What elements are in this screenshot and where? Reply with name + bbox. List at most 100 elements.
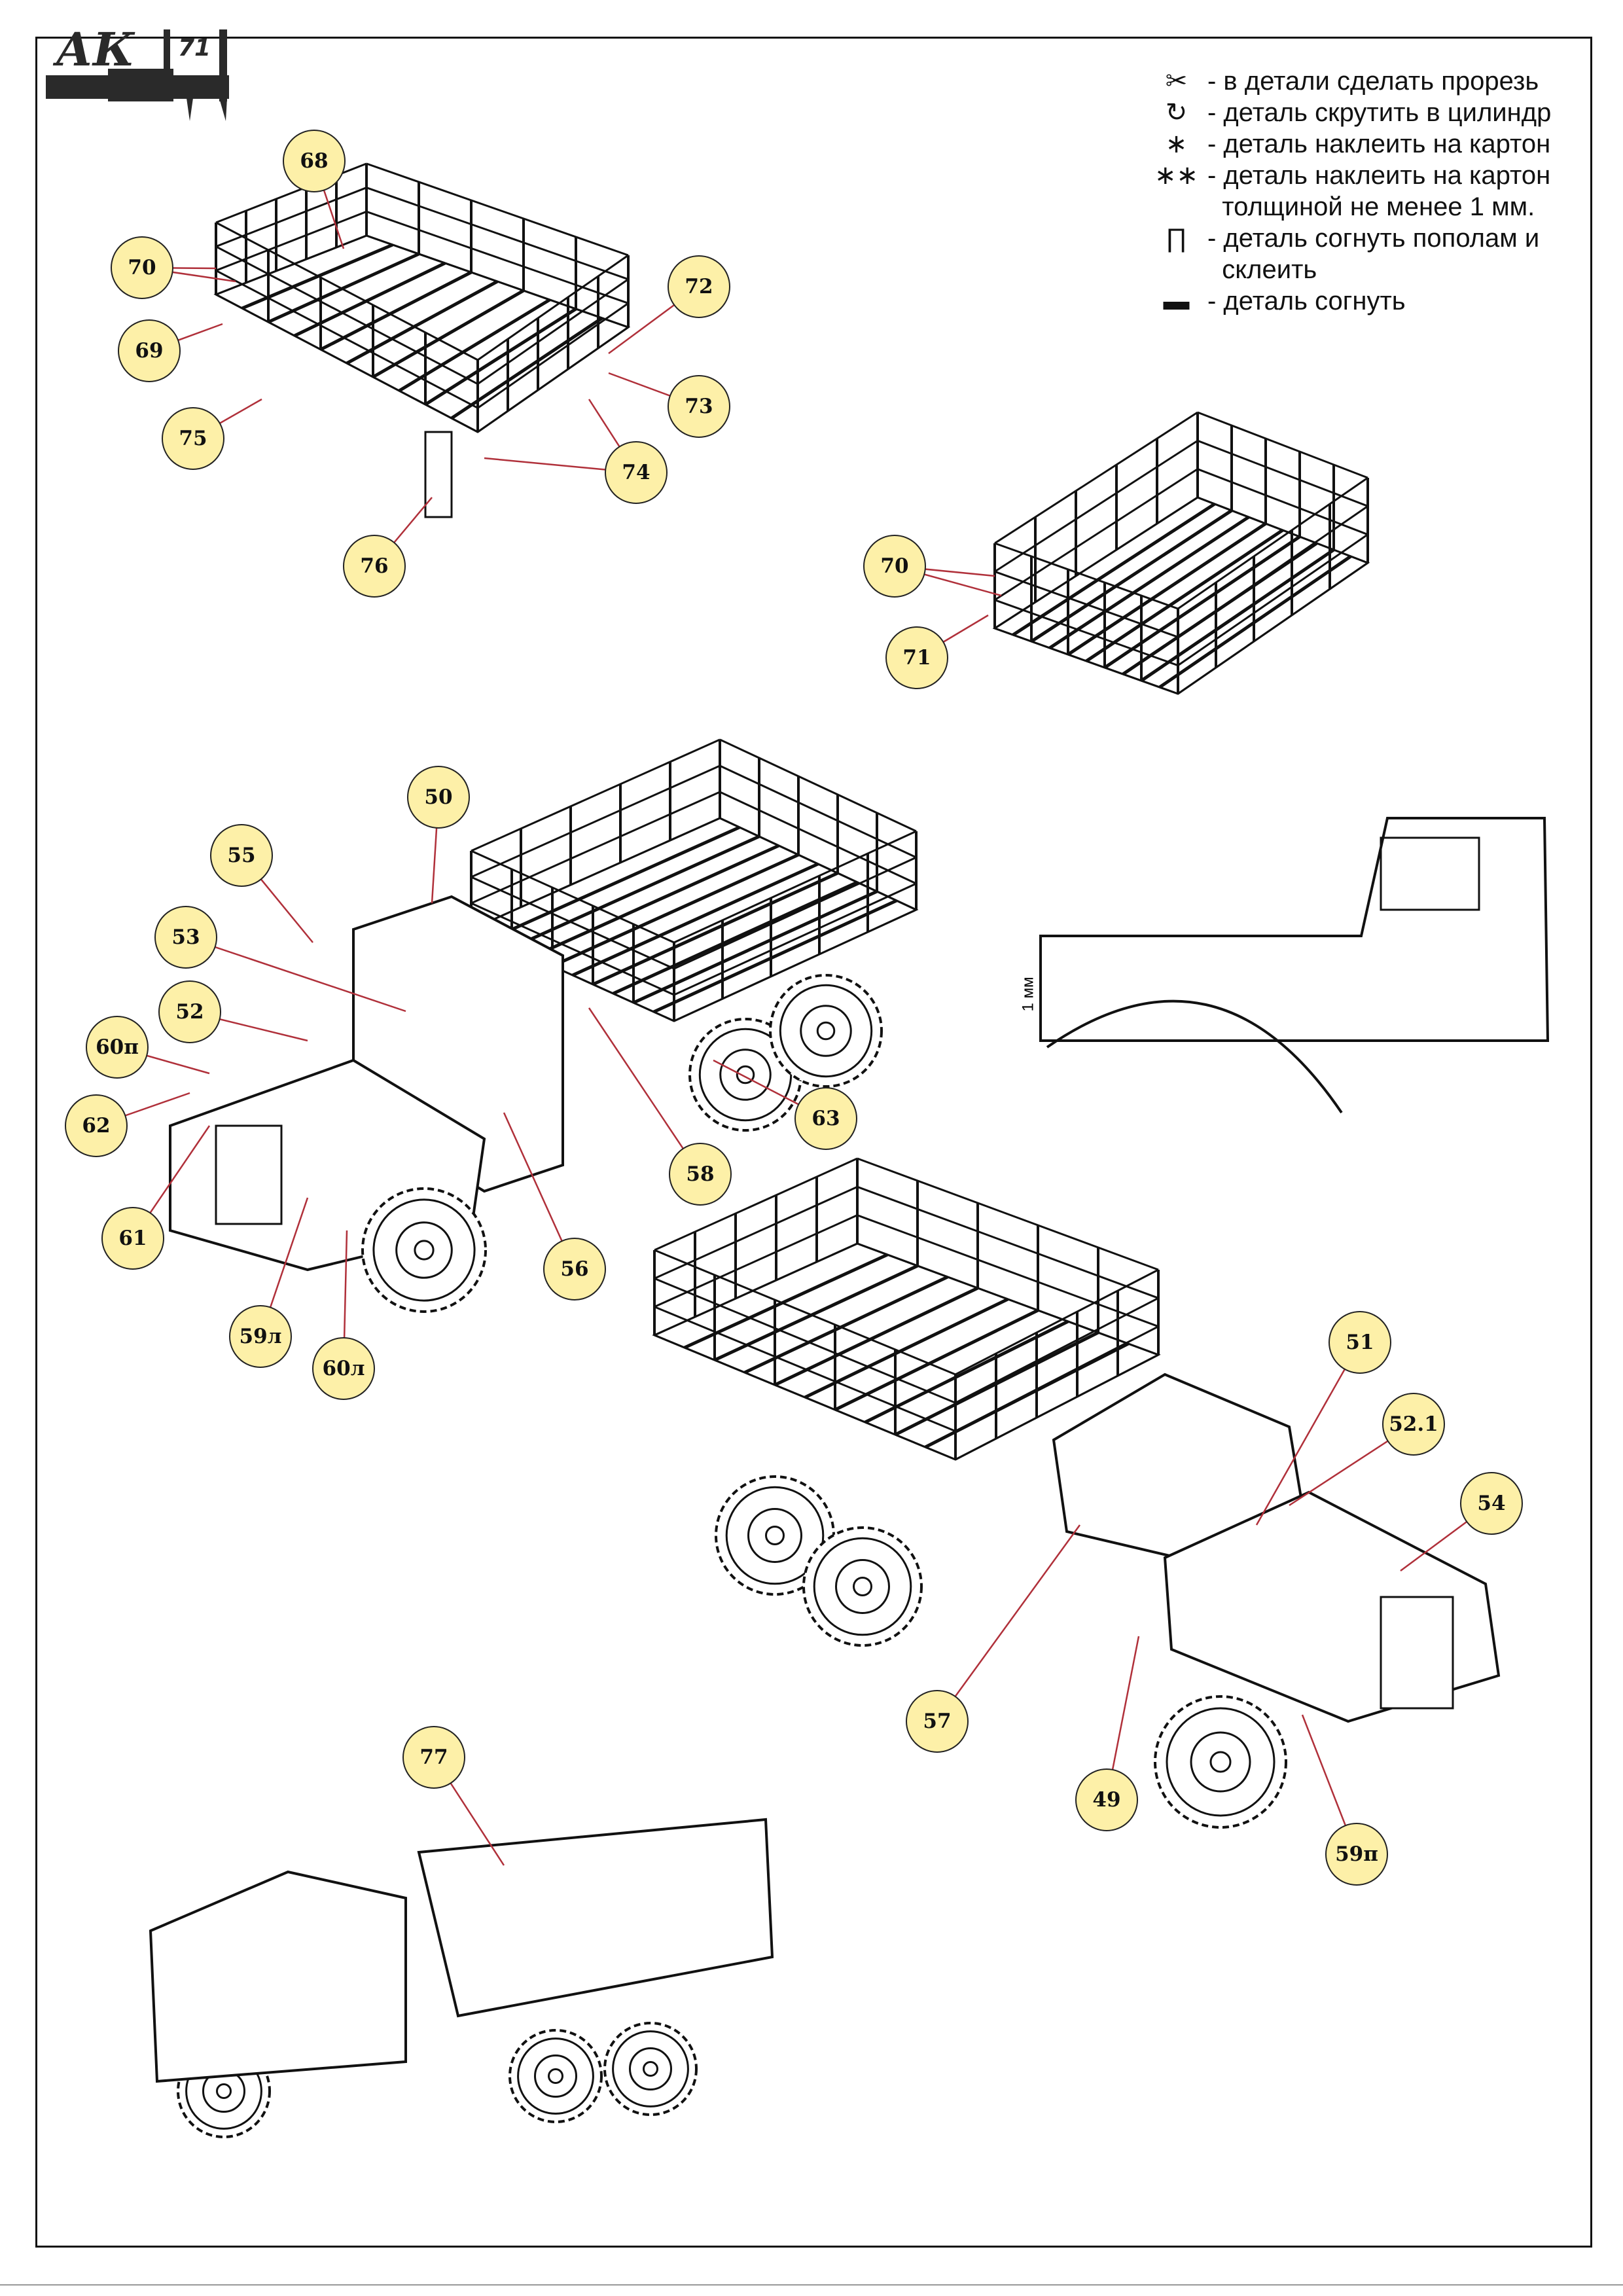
bottom-divider [0,2284,1623,2286]
part-callout-56: 56 [543,1238,606,1300]
part-callout-68: 68 [283,130,346,192]
cargo-bed-1-rail [477,278,629,385]
cargo-bed-4-slat [864,1319,1069,1424]
grille [1380,1596,1454,1710]
cargo-bed-4-rail [857,1242,1159,1356]
cargo-bed-2-rail [1197,439,1368,507]
cargo-bed-3-slat [652,899,898,1014]
cargo-bed-1-rail [477,326,629,433]
cargo-bed-1-rail [215,221,478,361]
cargo-bed-2-slat [1085,528,1284,663]
part-callout-70: 70 [111,236,173,299]
cargo-bed-4-rail [857,1157,1159,1271]
part-callout-54: 54 [1460,1472,1523,1535]
cab-side-view [1039,817,1550,1042]
part-callout-57: 57 [906,1690,969,1753]
cargo-bed-4-rail [955,1268,1159,1376]
cargo-bed-1-rail [366,187,629,281]
cargo-bed-2-rail [994,542,1179,610]
cargo-bed-2-slat [1030,509,1233,643]
cargo-bed-3-rail [673,856,917,970]
asterisk-icon: ∗ [1165,130,1188,158]
cargo-bed-3-slat [612,880,859,996]
mudflap [424,431,453,518]
cargo-bed-2-rail [1197,496,1368,564]
cargo-bed-2-slat [1103,535,1301,670]
cargo-bed-4-rail [955,1354,1159,1461]
hub [414,1240,435,1261]
cargo-bed-3-slat [490,825,741,941]
ak71-logo: АК 71 [46,23,229,121]
roll-cylinder-icon: ↻ [1165,98,1188,127]
cargo-bed-3-rail [471,850,675,944]
part-callout-69: 69 [118,319,181,382]
legend-text: - деталь согнуть пополам и склеить [1207,224,1540,284]
dimension-label: 1 мм [1019,977,1037,1012]
cargo-bed-4-rail [654,1157,858,1251]
legend-item: ↻ - деталь скрутить в цилиндр [1145,97,1552,128]
cargo-bed-1-rail [366,234,629,329]
cargo-bed-3-rail [719,791,917,885]
cargo-bed-4-slat [804,1297,1009,1399]
part-callout-51: 51 [1329,1311,1391,1374]
part-callout-72: 72 [668,255,730,318]
cargo-bed-2-slat [1067,522,1267,656]
cargo-bed-3-rail [673,830,917,944]
cargo-bed-1-rail [366,162,629,257]
tent-cover [417,1818,774,2018]
fold-line-icon: ▬ [1163,287,1190,315]
cargo-bed-3-rail [471,902,675,996]
fender [1046,999,1343,1114]
legend-item: ∏- деталь согнуть пополам и склеить [1145,223,1551,285]
hub [643,2061,658,2077]
legend-text: - в детали сделать прорезь [1207,67,1539,96]
part-callout-75: 75 [162,407,224,470]
part-callout-59л: 59л [229,1305,292,1368]
hub [816,1021,836,1041]
double-asterisk-icon: ∗∗ [1154,161,1199,190]
cargo-bed-3-rail [471,876,675,970]
cargo-bed-2-rail [1197,411,1368,479]
legend-item: ✂- в детали сделать прорезь [1145,65,1551,97]
part-callout-73: 73 [668,375,730,438]
cargo-bed-2-slat [1140,548,1335,683]
cargo-bed-3-slat [571,862,819,977]
cargo-bed-2-rail [994,440,1198,573]
part-callout-53: 53 [154,906,217,969]
cargo-bed-2-rail [1177,505,1368,638]
cargo-bed-4-rail [857,1185,1159,1299]
part-callout-76: 76 [343,535,406,598]
hub [548,2068,563,2084]
part-callout-52: 52 [158,980,221,1043]
cargo-bed-1-slat [319,270,473,351]
cargo-bed-2-rail [994,627,1179,695]
cargo-bed-2-rail [1197,468,1368,536]
hub [853,1577,872,1596]
cargo-bed-3-rail [471,764,721,878]
cargo-bed-2-rail [994,599,1179,667]
cargo-bed-3-rail [719,764,917,859]
cargo-bed-4-rail [955,1325,1159,1432]
leader-line [588,1007,702,1175]
cargo-bed-3-rail [719,817,917,911]
cargo-bed-2-rail [1177,476,1368,610]
cargo-bed-1-slat [424,307,577,406]
hub [765,1526,785,1545]
cargo-bed-4-slat [683,1253,889,1350]
cargo-bed-4-rail [654,1306,956,1433]
cargo-bed-2-slat [1048,515,1250,650]
cargo-bed-4-rail [654,1249,956,1376]
legend-text: - деталь скрутить в цилиндр [1207,98,1552,127]
cargo-bed-4-rail [654,1334,956,1461]
part-callout-62: 62 [65,1094,128,1157]
part-callout-55: 55 [210,824,273,887]
legend-item: ▬- деталь согнуть [1145,285,1551,317]
cargo-bed-3-slat [531,844,780,959]
cargo-bed-1-slat [372,289,525,379]
cargo-bed-2-rail [994,468,1198,601]
part-callout-63: 63 [794,1087,857,1150]
cargo-bed-4-rail [955,1297,1159,1404]
cargo-bed-1-rail [215,270,478,409]
part-callout-49: 49 [1075,1768,1138,1831]
